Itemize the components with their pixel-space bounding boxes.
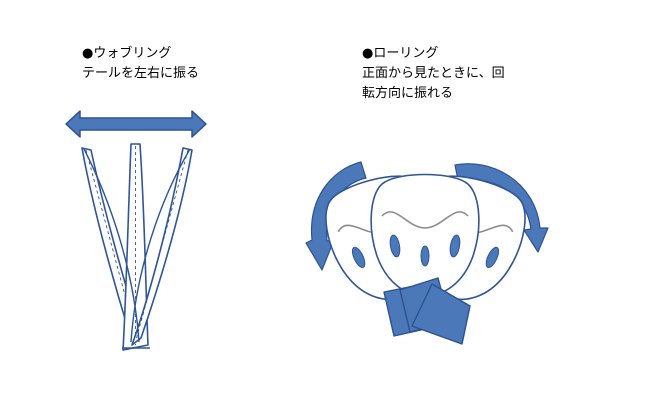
wobbling-lure-crossing-lines: [83, 148, 191, 349]
wobbling-caption: ●ウォブリング テールを左右に振る: [82, 44, 199, 84]
rolling-caption: ●ローリング 正面から見たときに、回 転方向に振れる: [362, 44, 505, 104]
wobbling-description: テールを左右に振る: [82, 66, 200, 81]
wobbling-lure-right: [131, 147, 193, 346]
wobbling-lure-center: [122, 143, 149, 351]
rolling-description-line2: 転方向に振れる: [362, 86, 454, 101]
rolling-lips: [383, 277, 471, 345]
rolling-description-line1: 正面から見たときに、回: [362, 66, 505, 81]
double-headed-arrow-icon: [65, 110, 207, 138]
wobbling-title: ●ウォブリング: [82, 46, 172, 61]
rolling-title: ●ローリング: [362, 46, 439, 61]
